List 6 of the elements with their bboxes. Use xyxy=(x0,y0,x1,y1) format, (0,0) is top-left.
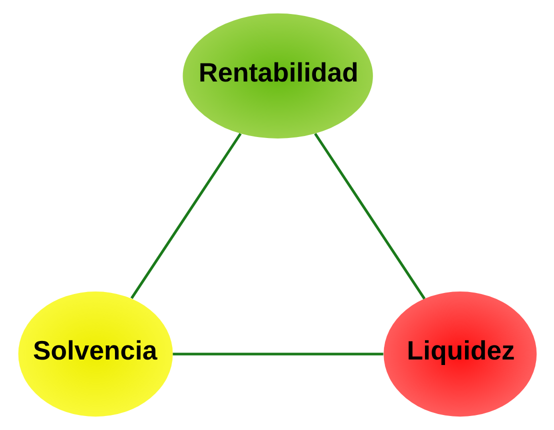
connector xyxy=(314,132,426,300)
connector xyxy=(130,132,242,299)
node-ellipse: Rentabilidad xyxy=(182,13,372,138)
node-ellipse: Liquidez xyxy=(383,292,536,417)
node-ellipse: Solvencia xyxy=(18,292,172,417)
connector xyxy=(172,352,383,356)
